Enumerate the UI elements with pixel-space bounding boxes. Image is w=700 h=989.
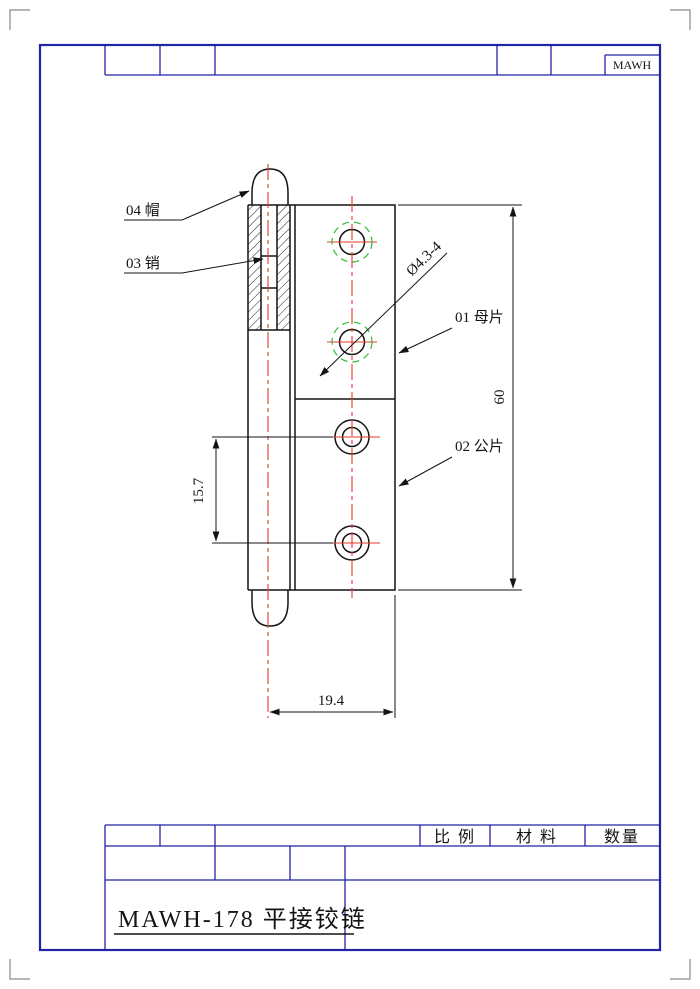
title-block-grid: [104, 824, 660, 950]
barrel-outline: [247, 204, 295, 591]
bottom-cap-outline: [251, 590, 289, 627]
thread-circles: [331, 221, 373, 363]
corner-marks: [9, 9, 691, 980]
corner-mark-bottom-right: [670, 959, 691, 980]
part-title: MAWH-178 平接铰链: [118, 906, 367, 933]
title-block-labels: 比 例 材 料 数量: [434, 828, 640, 846]
leaf-plate-outline: [294, 204, 396, 591]
quantity-label: 数量: [604, 828, 640, 846]
thread-circle-top-1: [331, 221, 373, 263]
title-block-left-columns: [159, 825, 346, 950]
barrel-hatch-left: [248, 205, 261, 330]
sheet-code: MAWH: [613, 58, 652, 72]
hole-spacing-extension-lines: [212, 436, 333, 544]
height-extension-lines: [398, 204, 522, 591]
label-pin: 03 销: [126, 255, 160, 272]
title-block-header-columns: [419, 825, 586, 846]
label-female-leaf: 01 母片: [455, 309, 504, 326]
thread-circle-top-2: [331, 321, 373, 363]
pin-leader: [181, 257, 264, 274]
hole-dia-leader: [319, 252, 448, 377]
label-hole-dia: Ø4.3-4: [404, 238, 446, 279]
corner-mark-bottom-left: [9, 959, 30, 980]
sheet-border: [38, 43, 662, 952]
male-leaf-leader: [398, 456, 453, 487]
dim-width: 19.4: [318, 693, 345, 709]
material-label: 材 料: [516, 828, 558, 846]
label-cap: 04 帽: [126, 202, 160, 219]
pin-lines: [260, 205, 278, 330]
dimension-lines: [212, 204, 522, 718]
centerlines: [267, 164, 380, 718]
leader-lines: [124, 190, 453, 487]
top-strip-ticks: [104, 45, 552, 75]
sheet-code-box: [604, 54, 660, 75]
hole-crosshairs: [324, 241, 380, 544]
dim-height: 60: [492, 390, 508, 405]
corner-mark-top-left: [9, 9, 30, 30]
top-cap-outline: [251, 168, 289, 205]
barrel-hatch-right: [277, 205, 290, 330]
female-leaf-leader: [398, 327, 453, 354]
title-block-rows: [105, 824, 660, 881]
hinge-geometry: [247, 168, 396, 627]
corner-mark-top-right: [670, 9, 691, 30]
scale-label: 比 例: [434, 828, 476, 846]
label-male-leaf: 02 公片: [455, 438, 504, 455]
dim-hole-spacing: 15.7: [191, 477, 207, 504]
cap-leader: [181, 190, 250, 221]
top-strip: [104, 45, 660, 76]
